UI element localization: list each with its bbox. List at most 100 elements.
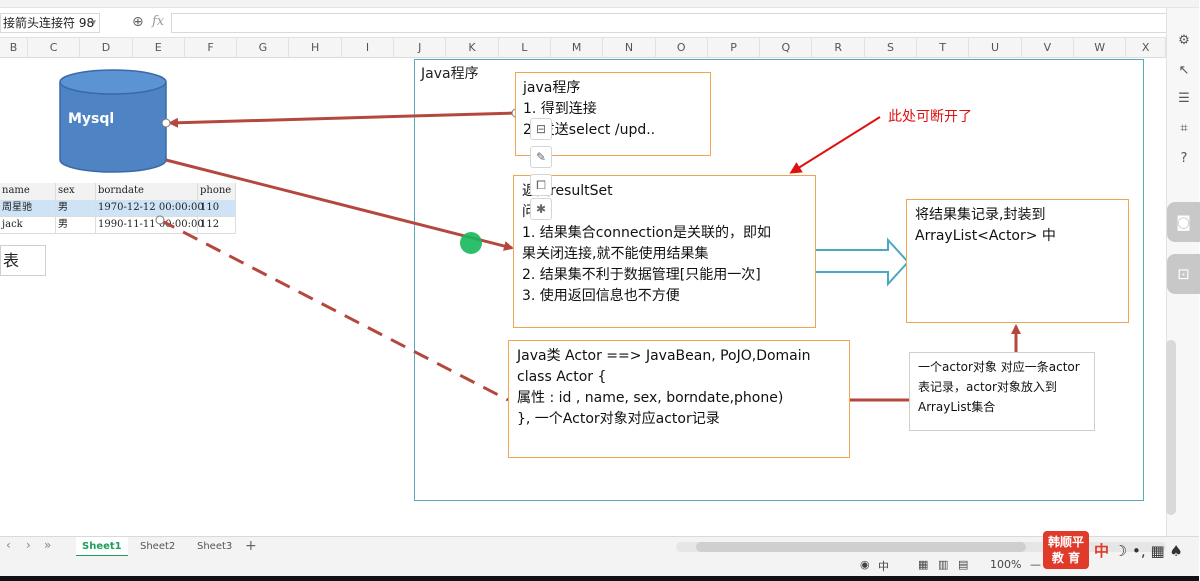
crop-icon[interactable]: ⧠ <box>530 174 552 196</box>
moon-icon[interactable]: ☽ <box>1113 542 1128 560</box>
column-letter[interactable]: E <box>133 38 185 58</box>
box-line: }, 一个Actor对象对应actor记录 <box>517 411 720 427</box>
box-line: 属性 : id , name, sex, borndate,phone) <box>517 390 784 406</box>
column-letter[interactable]: S <box>865 38 918 58</box>
java-frame-title: Java程序 <box>421 66 479 82</box>
resultset-box[interactable]: 返回resultSet 问题 1. 结果集合connection是关联的，即如 … <box>513 175 816 328</box>
logo-line: 教 育 <box>1051 551 1081 565</box>
column-letter[interactable]: K <box>446 38 499 58</box>
column-letter[interactable]: W <box>1074 38 1127 58</box>
settings-icon[interactable]: ⚙ <box>1178 33 1190 48</box>
help-icon[interactable]: ? <box>1180 151 1188 166</box>
shape-style-icon[interactable]: ⊟ <box>530 118 552 140</box>
column-letter[interactable]: O <box>656 38 708 58</box>
page-layout-icon[interactable]: ▥ <box>938 558 949 571</box>
ime-toolbar[interactable]: 中 ☽ •, ▦ ♠ <box>1094 540 1199 562</box>
brand-logo: 韩顺平 教 育 <box>1043 531 1089 569</box>
column-letter[interactable]: M <box>551 38 604 58</box>
normal-view-icon[interactable]: ▦ <box>918 558 929 571</box>
zoom-icon[interactable]: ⊕ <box>132 14 144 30</box>
zoom-out-button[interactable]: — <box>1030 558 1041 571</box>
tab-sheet2[interactable]: Sheet2 <box>140 541 176 552</box>
view-mode-label[interactable]: 中 <box>878 560 889 573</box>
box-line: ArrayList<Actor> 中 <box>915 228 1056 244</box>
lightbulb-icon[interactable]: ✱ <box>530 198 552 220</box>
status-bar: ◉ 中 ▦ ▥ ▤ 100% — <box>0 556 1199 576</box>
column-letter[interactable]: B <box>0 38 28 58</box>
table-row[interactable]: jack 男 1990-11-11 00:00:00 112 <box>0 217 236 234</box>
tab-sheet1[interactable]: Sheet1 <box>76 537 128 557</box>
table-header-cell: name <box>0 183 56 200</box>
box-line: 表记录，actor对象放入到 <box>918 380 1057 394</box>
red-annotation: 此处可断开了 <box>888 109 972 125</box>
screen-bottom-edge <box>0 576 1199 581</box>
punctuation-icon[interactable]: •, <box>1132 542 1146 560</box>
unlock-icon[interactable]: ⊡ <box>1167 254 1200 294</box>
cursor-icon[interactable]: ↖ <box>1178 63 1190 78</box>
name-box[interactable]: 接箭头连接符 98 ▾ <box>0 13 100 33</box>
eye-icon[interactable]: ◉ <box>860 558 870 571</box>
column-letter[interactable]: T <box>917 38 970 58</box>
page-break-icon[interactable]: ▤ <box>958 558 969 571</box>
horizontal-scroll-thumb[interactable] <box>696 542 1026 552</box>
box-line: 返回resultSet <box>522 183 613 199</box>
camera-icon[interactable]: ◙ <box>1167 202 1200 242</box>
ime-language-label[interactable]: 中 <box>1094 542 1110 560</box>
column-letter[interactable]: F <box>185 38 238 58</box>
column-letter[interactable]: G <box>237 38 290 58</box>
data-table: name sex borndate phone 周星驰 男 1970-12-12… <box>0 183 236 234</box>
logo-line: 韩顺平 <box>1047 535 1084 549</box>
next-sheet-icon[interactable]: › <box>26 538 31 552</box>
first-sheet-icon[interactable]: ‹ <box>6 538 11 552</box>
chevron-down-icon[interactable]: ▾ <box>91 18 96 28</box>
horizontal-scrollbar[interactable] <box>676 542 1166 552</box>
pen-icon[interactable]: ✎ <box>530 146 552 168</box>
column-letter[interactable]: P <box>708 38 761 58</box>
table-row[interactable]: 周星驰 男 1970-12-12 00:00:00 110 <box>0 200 236 217</box>
table-cell: 1970-12-12 00:00:00 <box>96 200 204 217</box>
java-program-box[interactable]: java程序 1. 得到连接 2. 发送select /upd.. <box>515 72 711 156</box>
box-line: java程序 <box>523 80 581 96</box>
column-letter[interactable]: X <box>1126 38 1166 58</box>
column-letter[interactable]: D <box>80 38 133 58</box>
column-letter[interactable]: Q <box>760 38 813 58</box>
table-cell: 112 <box>198 217 236 234</box>
keyboard-icon[interactable]: ▦ <box>1150 542 1165 560</box>
zoom-level[interactable]: 100% <box>990 558 1022 571</box>
box-line: ArrayList集合 <box>918 400 996 414</box>
column-letter[interactable]: I <box>342 38 395 58</box>
bracket-icon[interactable]: ⌗ <box>1180 121 1188 136</box>
table-header-row: name sex borndate phone <box>0 183 236 200</box>
vertical-scrollbar[interactable] <box>1166 340 1176 515</box>
box-line: 将结果集记录,封装到 <box>915 207 1046 223</box>
column-letter[interactable]: V <box>1022 38 1074 58</box>
column-letter[interactable]: N <box>603 38 656 58</box>
box-line: class Actor { <box>517 369 607 385</box>
window-top-strip <box>0 0 1199 8</box>
actor-class-box[interactable]: Java类 Actor ==> JavaBean, PoJO,Domain cl… <box>508 340 850 458</box>
table-cell: 110 <box>198 200 236 217</box>
fx-icon[interactable]: fx <box>152 14 165 29</box>
sliders-icon[interactable]: ☰ <box>1178 91 1190 106</box>
last-sheet-icon[interactable]: » <box>44 538 52 552</box>
column-letter[interactable]: H <box>290 38 342 58</box>
column-letter[interactable]: R <box>813 38 865 58</box>
table-label-box[interactable]: 表 <box>0 245 46 276</box>
table-header-cell: phone <box>198 183 236 200</box>
box-line: 1. 得到连接 <box>523 101 597 117</box>
column-letter[interactable]: L <box>499 38 551 58</box>
add-sheet-icon[interactable]: + <box>245 538 257 554</box>
skin-icon[interactable]: ♠ <box>1169 542 1183 560</box>
column-letter[interactable]: U <box>969 38 1022 58</box>
formula-input[interactable] <box>171 13 1176 33</box>
column-letter[interactable]: C <box>28 38 81 58</box>
column-letter[interactable]: J <box>394 38 447 58</box>
actor-note-box[interactable]: 一个actor对象 对应一条actor 表记录，actor对象放入到 Array… <box>909 352 1095 431</box>
sheet-tab-bar: ‹ › » Sheet1 Sheet2 Sheet3 + <box>0 536 1199 557</box>
table-header-cell: borndate <box>96 183 198 200</box>
box-line: 一个actor对象 对应一条actor <box>918 360 1080 374</box>
tab-sheet3[interactable]: Sheet3 <box>197 541 233 552</box>
wrap-arraylist-box[interactable]: 将结果集记录,封装到 ArrayList<Actor> 中 <box>906 199 1129 323</box>
box-line: 果关闭连接,就不能使用结果集 <box>522 246 709 262</box>
